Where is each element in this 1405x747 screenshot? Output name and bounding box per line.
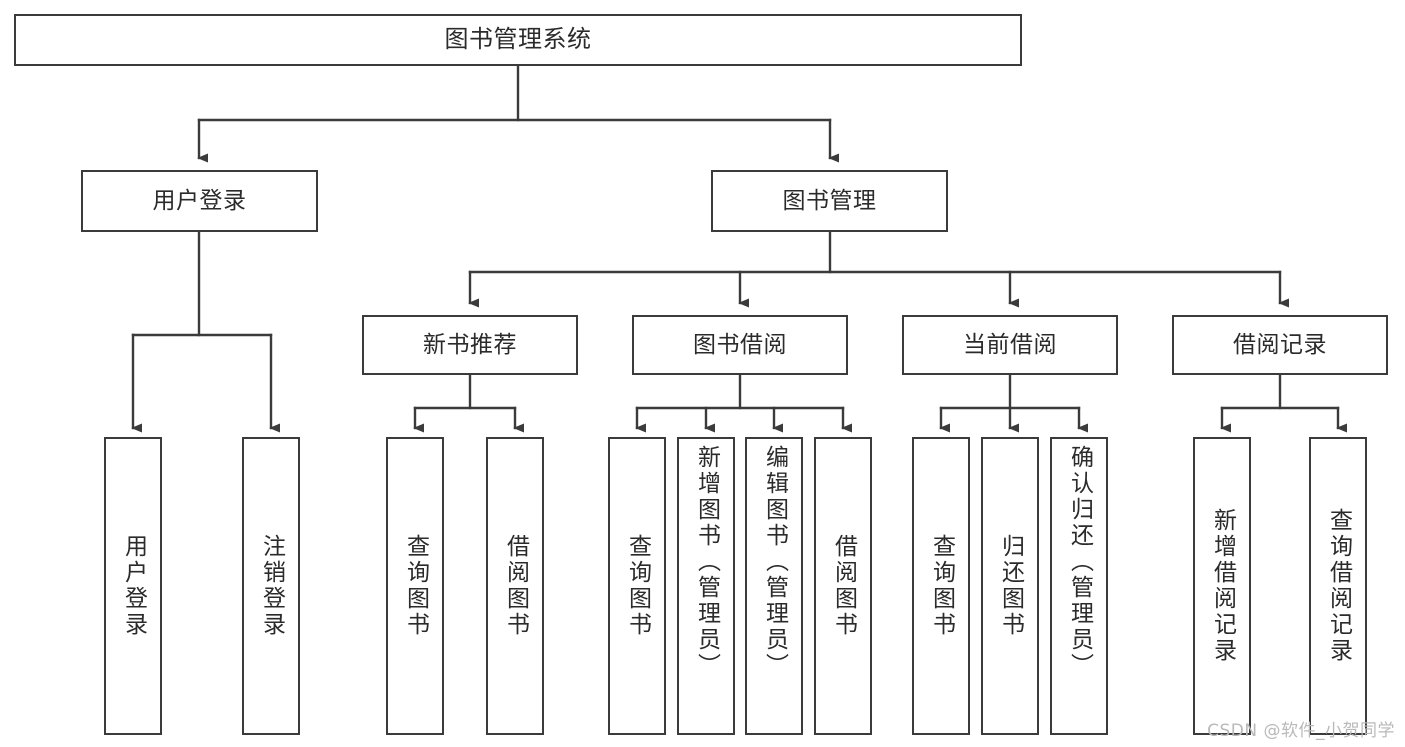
node-leaf-confirm-return-label: 确认归还（管理员） <box>1066 445 1093 679</box>
node-borrow-record-label: 借阅记录 <box>1233 331 1327 358</box>
node-book-management[interactable]: 图书管理 <box>711 170 948 232</box>
node-leaf-add-book-label: 新增图书（管理员） <box>693 445 720 679</box>
node-root[interactable]: 图书管理系统 <box>14 14 1022 66</box>
node-leaf-borrow-book-1-label: 借阅图书 <box>502 534 529 638</box>
node-user-login-label: 用户登录 <box>152 187 247 214</box>
node-leaf-user-login-label: 用户登录 <box>120 534 147 638</box>
node-leaf-query-book-2-label: 查询图书 <box>624 534 651 638</box>
node-leaf-query-book-3-label: 查询图书 <box>928 534 955 638</box>
node-leaf-add-book[interactable]: 新增图书（管理员） <box>677 437 735 735</box>
node-leaf-add-record-label: 新增借阅记录 <box>1209 508 1236 664</box>
node-book-borrow-label: 图书借阅 <box>693 331 787 358</box>
node-leaf-query-record[interactable]: 查询借阅记录 <box>1309 437 1367 735</box>
node-root-label: 图书管理系统 <box>444 25 592 54</box>
node-leaf-user-login[interactable]: 用户登录 <box>104 437 162 735</box>
node-leaf-edit-book-label: 编辑图书（管理员） <box>761 445 788 679</box>
node-leaf-add-record[interactable]: 新增借阅记录 <box>1193 437 1251 735</box>
node-new-book-recommend[interactable]: 新书推荐 <box>362 315 578 375</box>
node-leaf-query-record-label: 查询借阅记录 <box>1325 508 1352 664</box>
node-leaf-confirm-return[interactable]: 确认归还（管理员） <box>1050 437 1108 735</box>
node-leaf-return-book[interactable]: 归还图书 <box>981 437 1039 735</box>
node-leaf-logout-login-label: 注销登录 <box>258 534 285 638</box>
node-leaf-borrow-book-2-label: 借阅图书 <box>830 534 857 638</box>
node-leaf-borrow-book-1[interactable]: 借阅图书 <box>486 437 544 735</box>
node-leaf-return-book-label: 归还图书 <box>997 534 1024 638</box>
node-current-borrow[interactable]: 当前借阅 <box>902 315 1118 375</box>
node-leaf-query-book-1-label: 查询图书 <box>402 534 429 638</box>
node-new-book-recommend-label: 新书推荐 <box>423 331 517 358</box>
node-leaf-edit-book[interactable]: 编辑图书（管理员） <box>745 437 803 735</box>
node-leaf-query-book-2[interactable]: 查询图书 <box>608 437 666 735</box>
node-leaf-query-book-1[interactable]: 查询图书 <box>386 437 444 735</box>
csdn-watermark: CSDN @软件_小贺同学 <box>1207 721 1395 741</box>
node-borrow-record[interactable]: 借阅记录 <box>1172 315 1388 375</box>
node-book-borrow[interactable]: 图书借阅 <box>632 315 848 375</box>
node-book-management-label: 图书管理 <box>782 187 877 214</box>
node-user-login[interactable]: 用户登录 <box>81 170 318 232</box>
node-current-borrow-label: 当前借阅 <box>963 331 1057 358</box>
node-leaf-logout-login[interactable]: 注销登录 <box>242 437 300 735</box>
node-leaf-query-book-3[interactable]: 查询图书 <box>912 437 970 735</box>
node-leaf-borrow-book-2[interactable]: 借阅图书 <box>814 437 872 735</box>
